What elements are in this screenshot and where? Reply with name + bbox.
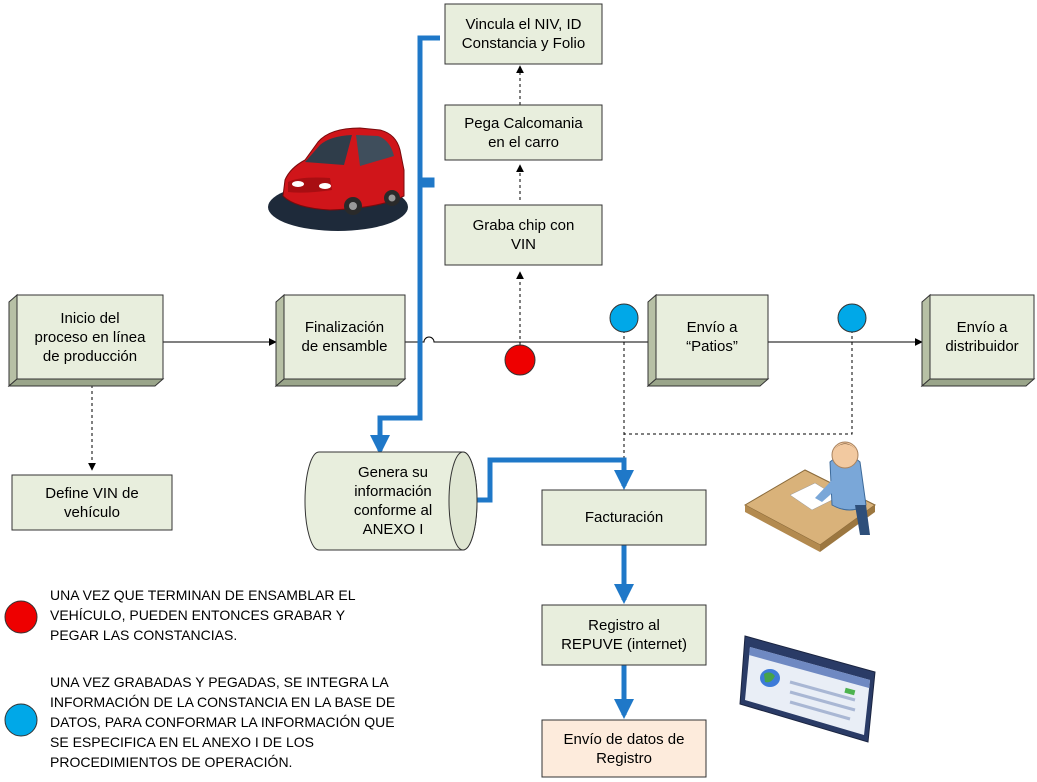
node-ship-yards-line-2: “Patios” [686, 338, 738, 355]
box-start [7, 293, 165, 388]
node-start-line-1: Inicio del [60, 309, 120, 327]
legend-blue-line-4: SE ESPECIFICA EN EL ANEXO I DE LOS [50, 734, 315, 750]
node-generate-info-line-4: ANEXO I [362, 521, 424, 538]
node-ship-yards: Envío a “Patios” [656, 295, 768, 379]
node-send-data-line-1: Envío de datos de [563, 730, 685, 748]
node-link-niv-line-2: Constancia y Folio [461, 35, 586, 52]
node-assembly-end: Finalización de ensamble [284, 295, 405, 379]
box-billing [541, 489, 707, 546]
node-start-line-3: de producción [42, 347, 138, 365]
node-assembly-end-line-2: de ensamble [301, 338, 388, 355]
blue-dot-marker-1 [609, 303, 639, 333]
node-billing: Facturación [542, 490, 706, 545]
blue-dot-marker-2 [837, 303, 867, 333]
node-repuve-line-1: Registro al [588, 617, 660, 634]
red-dot-marker [504, 344, 536, 376]
legend-red-line-1: UNA VEZ QUE TERMINAN DE ENSAMBLAR EL [50, 587, 356, 603]
node-burn-chip-line-2: VIN [510, 236, 536, 253]
node-ship-distributor: Envío a distribuidor [930, 295, 1034, 379]
box-burn-chip [444, 204, 603, 266]
legend-red-line-2: VEHÍCULO, PUEDEN ENTONCES GRABAR Y [50, 607, 346, 623]
legend-blue-line-1: UNA VEZ GRABADAS Y PEGADAS, SE INTEGRA L… [50, 674, 389, 690]
box-link-niv [444, 3, 603, 65]
box-define-vin [11, 474, 173, 531]
legend-blue-dot [4, 703, 38, 737]
node-paste-sticker-line-1: Pega Calcomania [464, 114, 583, 132]
database-flow-connectors [370, 35, 634, 719]
red-car-icon [268, 127, 408, 231]
legend-blue-line-5: PROCEDIMIENTOS DE OPERACIÓN. [50, 754, 293, 770]
web-browser-icon [739, 635, 876, 743]
legend-blue-line-2: INFORMACIÓN DE LA CONSTANCIA EN LA BASE … [50, 694, 396, 710]
node-burn-chip-line-1: Graba chip con [472, 217, 575, 234]
legend-blue-text: UNA VEZ GRABADAS Y PEGADAS, SE INTEGRA L… [50, 672, 395, 772]
node-billing-line-1: Facturación [584, 509, 664, 526]
data-cylinder [304, 451, 478, 551]
node-generate-info-line-1: Genera su [357, 464, 429, 481]
node-define-vin-line-2: vehículo [64, 503, 120, 521]
main-flow-connectors [163, 336, 923, 346]
node-assembly-end-line-1: Finalización [304, 319, 385, 336]
dashed-connectors [88, 65, 853, 480]
box-ship-distributor [920, 293, 1036, 388]
box-repuve [541, 604, 707, 666]
box-send-data [541, 719, 707, 778]
node-start-line-2: proceso en línea [34, 328, 146, 346]
node-generate-info-line-3: conforme al [353, 502, 433, 519]
node-ship-yards-line-1: Envío a [686, 319, 738, 336]
legend-red-dot [4, 600, 38, 634]
node-ship-distributor-line-2: distribuidor [945, 338, 1019, 355]
legend-red-text: UNA VEZ QUE TERMINAN DE ENSAMBLAR EL VEH… [50, 585, 355, 645]
node-define-vin-line-1: Define VIN de [45, 484, 139, 502]
node-paste-sticker-line-2: en el carro [488, 133, 559, 151]
node-generate-info-line-2: información [354, 483, 432, 500]
node-link-niv-line-1: Vincula el NIV, ID [465, 16, 582, 33]
box-assembly-end [274, 293, 407, 388]
box-ship-yards [646, 293, 770, 388]
node-send-data-line-2: Registro [596, 749, 652, 767]
node-ship-distributor-line-1: Envío a [956, 319, 1008, 336]
node-repuve-line-2: REPUVE (internet) [561, 636, 687, 653]
person-at-desk-icon [743, 441, 876, 552]
node-repuve: Registro al REPUVE (internet) [542, 605, 706, 665]
box-paste-sticker [444, 104, 603, 161]
legend-blue-line-3: DATOS, PARA CONFORMAR LA INFORMACIÓN QUE [50, 714, 395, 730]
legend-red-line-3: PEGAR LAS CONSTANCIAS. [50, 627, 238, 643]
node-link-niv: Vincula el NIV, ID Constancia y Folio [445, 4, 602, 64]
node-generate-info: Genera su información conforme al ANEXO I [322, 455, 464, 547]
